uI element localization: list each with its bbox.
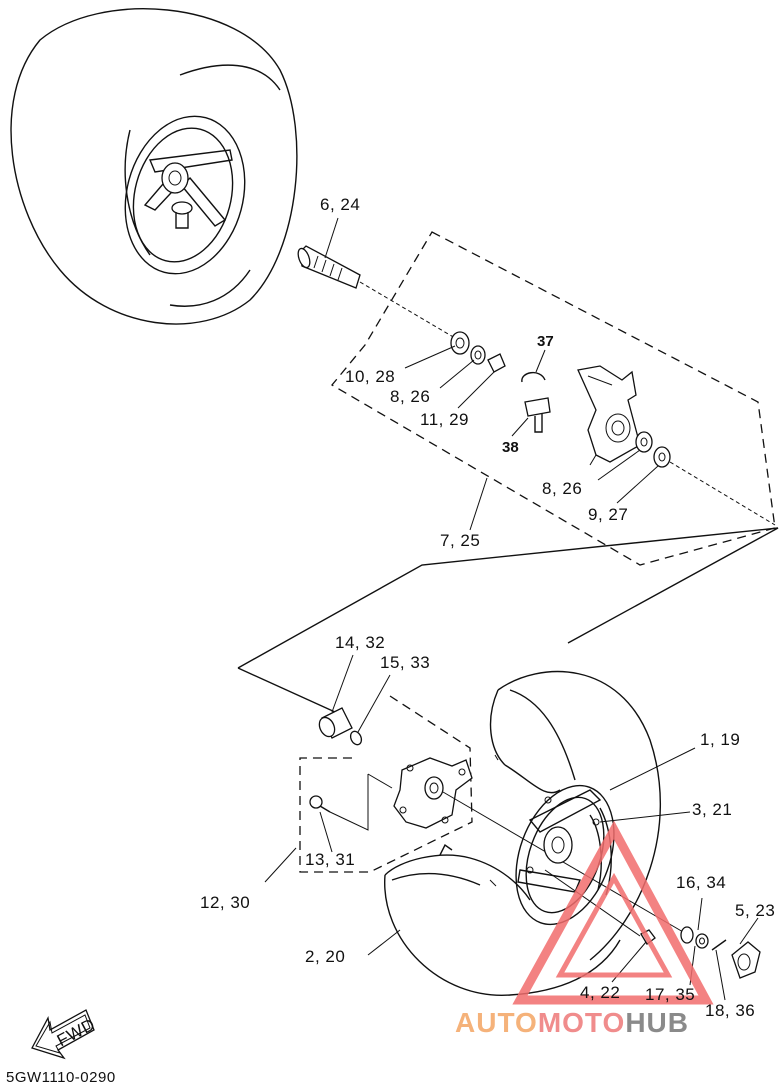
fwd-arrow-icon: FWD [31, 1009, 98, 1060]
upper-wheel [10, 8, 298, 325]
callout-8-26-upper: 8, 26 [390, 387, 430, 406]
callout-16-34: 16, 34 [676, 873, 726, 892]
hub-assembly-box [299, 695, 473, 873]
diagram-code: 5GW1110-0290 [6, 1069, 116, 1085]
callout-1-19: 1, 19 [700, 730, 740, 749]
callout-17-35: 17, 35 [645, 985, 695, 1004]
callout-8-26-lower: 8, 26 [542, 479, 582, 498]
watermark-triangle-icon [512, 820, 714, 1005]
callout-11-29: 11, 29 [420, 410, 469, 429]
callout-5-23: 5, 23 [735, 901, 775, 920]
hub-flange [329, 757, 691, 937]
callout-12-30: 12, 30 [200, 893, 250, 912]
callout-18-36: 18, 36 [705, 1001, 755, 1020]
callout-9-27: 9, 27 [588, 505, 628, 524]
watermark-logo [512, 820, 714, 1005]
knuckle-parts [450, 331, 776, 526]
callout-6-24: 6, 24 [320, 195, 360, 214]
callout-10-28: 10, 28 [345, 367, 395, 386]
callout-labels: 6, 24 10, 28 8, 26 11, 29 37 38 8, 26 9,… [200, 195, 775, 1020]
callout-2-20: 2, 20 [305, 947, 345, 966]
callout-13-31: 13, 31 [305, 850, 355, 869]
collar-oring [318, 654, 391, 746]
knuckle-assembly-box [331, 231, 776, 566]
callout-15-33: 15, 33 [380, 653, 430, 672]
lower-wheel [384, 670, 662, 996]
leaders-lower [367, 747, 759, 1001]
hub-plane-outline [237, 527, 779, 669]
watermark-triangle-inner-icon [555, 872, 673, 978]
bolt [264, 795, 333, 883]
callout-7-25: 7, 25 [440, 531, 480, 550]
watermark-text: AUTOMOTOHUB [455, 1007, 689, 1038]
callout-4-22: 4, 22 [580, 983, 620, 1002]
callout-38: 38 [502, 439, 519, 456]
callout-3-21: 3, 21 [692, 800, 732, 819]
leaders-upper [404, 345, 659, 531]
callout-14-32: 14, 32 [335, 633, 385, 652]
axle-shaft [297, 217, 456, 339]
axle-nut-parts [640, 926, 761, 979]
callout-37: 37 [537, 333, 554, 350]
